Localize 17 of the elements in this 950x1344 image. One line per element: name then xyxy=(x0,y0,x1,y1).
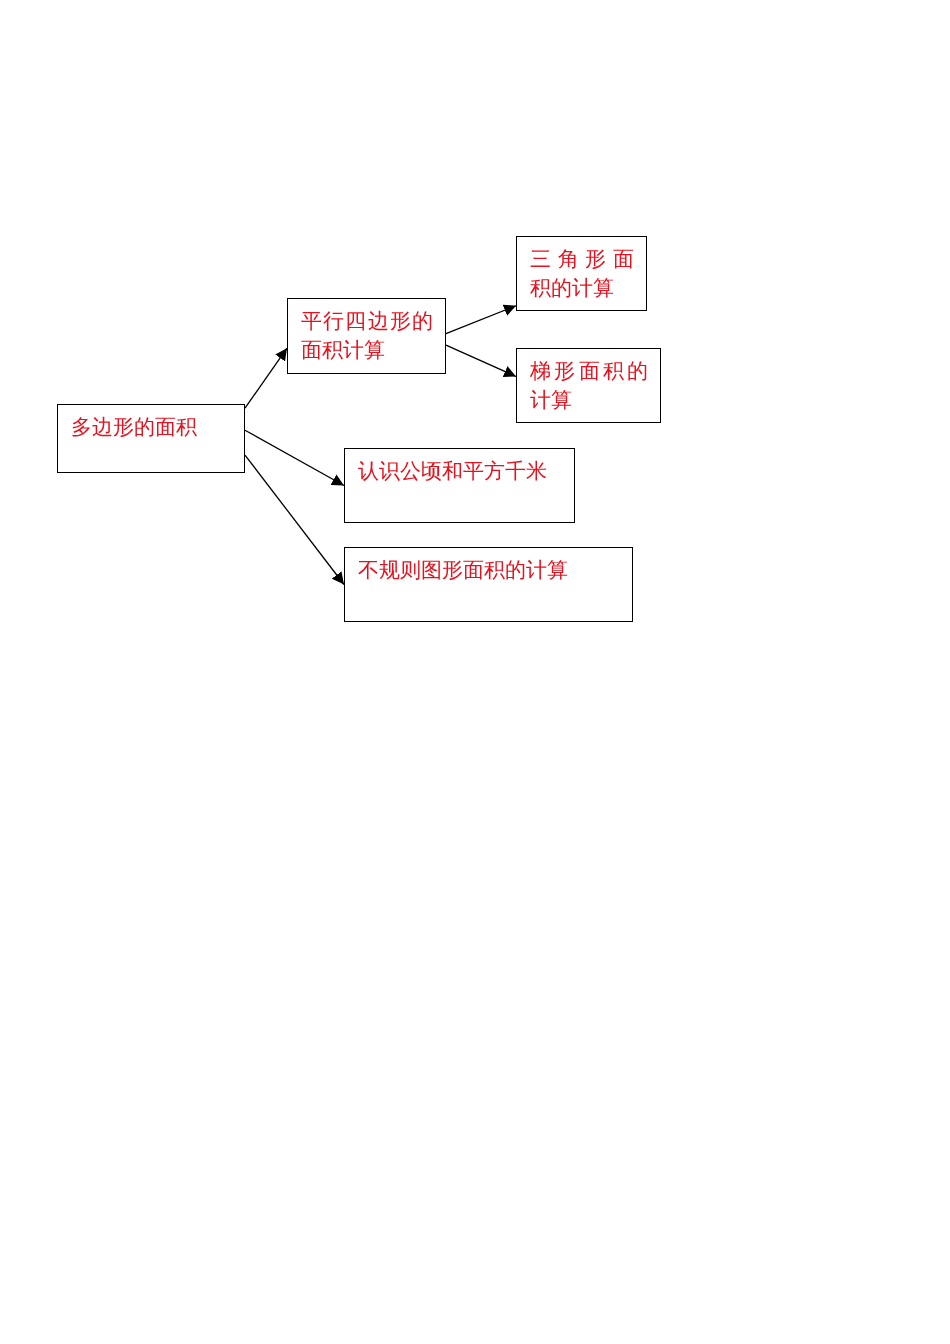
arrow xyxy=(445,304,517,335)
topic-text: 梯形面积的计算 xyxy=(530,358,648,414)
topic-box xyxy=(344,547,633,622)
topic-box xyxy=(516,348,661,423)
topic-text: 三角形面积的计算 xyxy=(530,246,634,302)
topic-text: 平行四边形的面积计算 xyxy=(301,308,433,364)
arrow xyxy=(244,347,288,409)
topic-text: 认识公顷和平方千米 xyxy=(358,458,548,485)
topic-text: 多边形的面积 xyxy=(71,414,198,441)
topic-text: 不规则图形面积的计算 xyxy=(358,557,569,584)
topic-box xyxy=(344,448,575,523)
arrow xyxy=(244,454,345,586)
arrow xyxy=(244,429,345,487)
topic-box xyxy=(57,404,245,473)
topic-box xyxy=(287,298,446,374)
arrow xyxy=(445,344,517,378)
topic-box xyxy=(516,236,647,311)
